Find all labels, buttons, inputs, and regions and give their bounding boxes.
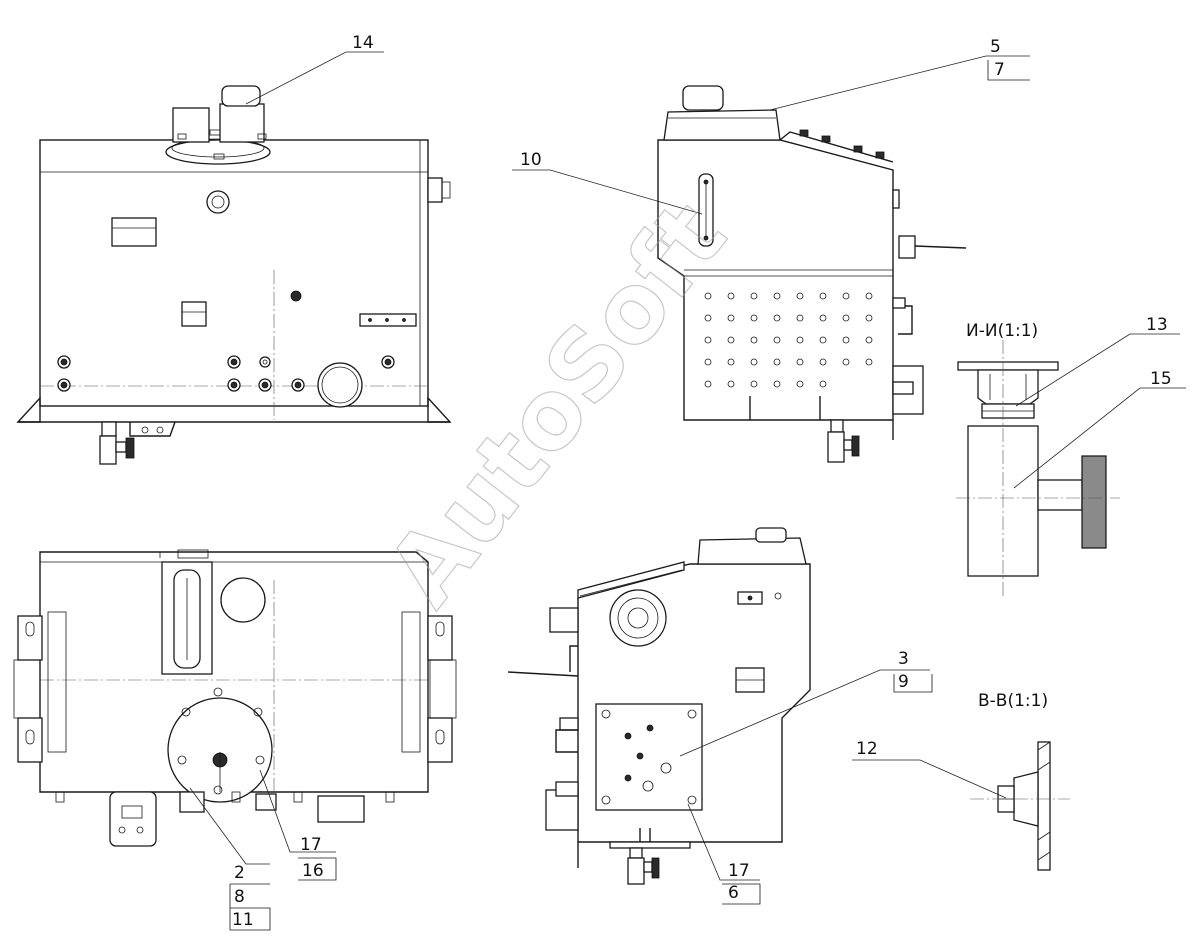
callout-8: 8 xyxy=(234,887,245,907)
callout-17b: 17 xyxy=(728,861,750,881)
side-view: 5 7 10 xyxy=(512,37,1030,463)
hole-grid xyxy=(704,292,873,388)
callout-2: 2 xyxy=(234,863,245,883)
callout-7: 7 xyxy=(994,60,1005,80)
callout-14: 14 xyxy=(352,33,374,53)
callout-17a: 17 xyxy=(300,835,322,855)
callout-16: 16 xyxy=(302,861,324,881)
callout-5: 5 xyxy=(990,37,1001,57)
section-v-view: В-В(1:1) 12 xyxy=(852,691,1070,871)
watermark-text: AutoSoft xyxy=(366,181,748,626)
callout-6: 6 xyxy=(728,883,739,903)
plan-view: 2 8 11 17 16 xyxy=(13,549,457,931)
section-i-title: И-И(1:1) xyxy=(966,321,1038,341)
callout-11: 11 xyxy=(232,910,254,930)
callout-12: 12 xyxy=(856,739,878,759)
callout-15: 15 xyxy=(1150,369,1172,389)
callout-3: 3 xyxy=(898,649,909,669)
section-v-title: В-В(1:1) xyxy=(978,691,1048,711)
section-i-view: И-И(1:1) 13 15 xyxy=(956,315,1186,596)
rear-view: 3 9 17 6 xyxy=(507,527,933,905)
callout-10: 10 xyxy=(520,150,542,170)
front-view: 14 xyxy=(16,33,452,465)
callout-9: 9 xyxy=(898,672,909,692)
callout-13: 13 xyxy=(1146,315,1168,335)
